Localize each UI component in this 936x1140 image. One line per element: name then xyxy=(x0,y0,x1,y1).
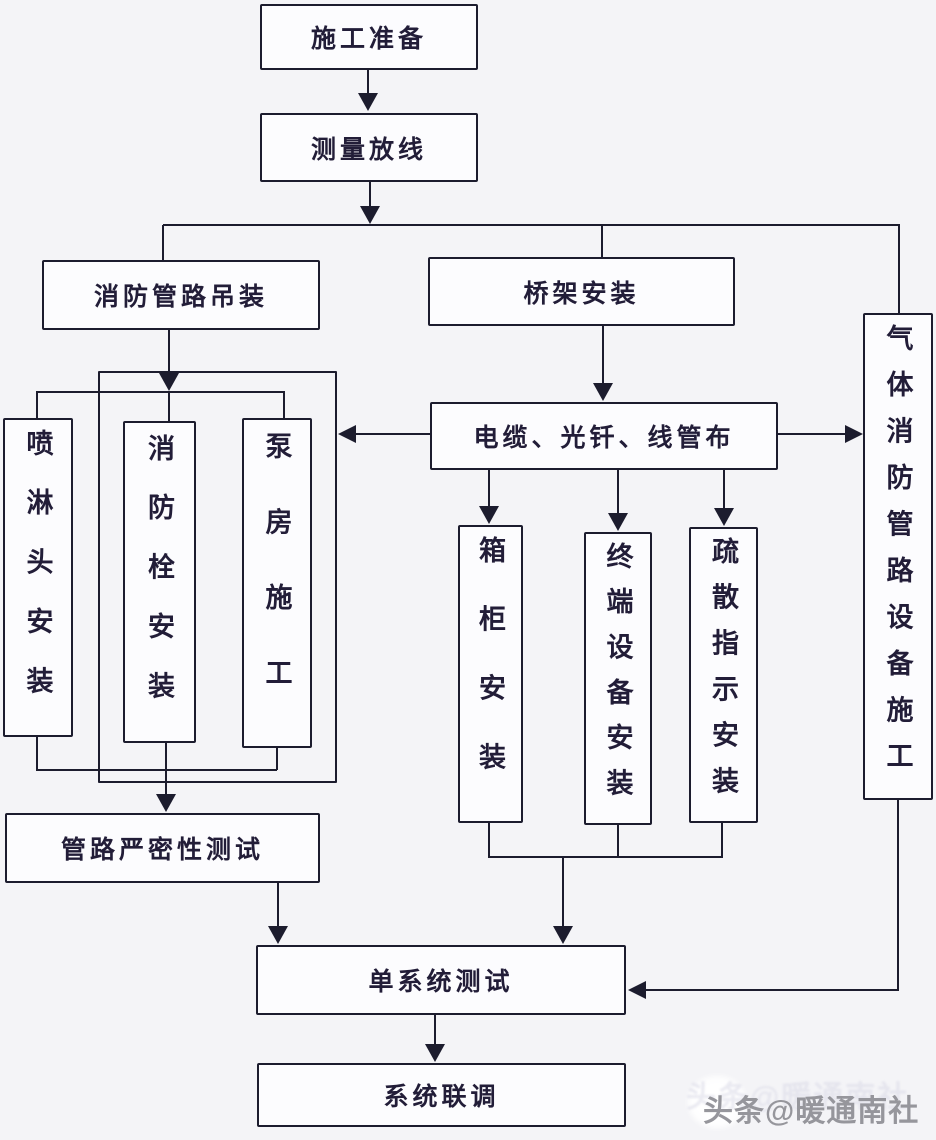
connector-branch-tray xyxy=(600,225,604,257)
node-pipe-tightness-test: 管路严密性测试 xyxy=(5,813,320,883)
connector-branch-pipehoist xyxy=(161,225,165,260)
connector-dist-hydrant xyxy=(167,392,171,421)
connector-cable-evac xyxy=(722,470,726,509)
node-survey-layout: 测量放线 xyxy=(260,113,478,182)
node-label: 疏散指示安装 xyxy=(708,537,738,813)
node-label: 终端设备安装 xyxy=(602,542,633,815)
arrowhead-down-icon xyxy=(425,1044,445,1062)
arrowhead-down-icon xyxy=(358,93,378,111)
collector-rail-left xyxy=(36,768,277,772)
connector-cable-terminal xyxy=(616,470,620,514)
node-gas-fire-pipe-equipment: 气体消防管路设备施工 xyxy=(863,313,933,800)
connector-pipehoist-dist xyxy=(167,330,171,374)
node-label: 电缆、光钎、线管布 xyxy=(473,424,735,452)
connector-cable-gas xyxy=(778,432,845,436)
node-construction-preparation: 施工准备 xyxy=(260,4,478,70)
collector-rail-middle xyxy=(489,855,722,859)
node-pump-room-construction: 泵房施工 xyxy=(242,418,312,748)
node-label: 消防管路吊装 xyxy=(93,283,268,311)
node-label: 箱柜安装 xyxy=(475,536,505,812)
node-terminal-equipment-install: 终端设备安装 xyxy=(584,532,652,825)
node-label: 单系统测试 xyxy=(368,968,514,996)
connector-collector-tightness xyxy=(164,769,168,795)
connector-hydrant-collector xyxy=(164,743,168,770)
node-fire-hydrant-install: 消防栓安装 xyxy=(123,421,196,743)
node-label: 系统联调 xyxy=(383,1083,500,1111)
node-cable-fiber-conduit: 电缆、光钎、线管布 xyxy=(430,402,778,470)
distribution-rail-left xyxy=(36,390,285,394)
connector-singletest-joint xyxy=(433,1015,437,1045)
node-cabinet-install: 箱柜安装 xyxy=(458,525,523,823)
node-label: 喷淋头安装 xyxy=(22,429,53,726)
connector-terminal-collector xyxy=(616,825,620,858)
node-cable-tray-install: 桥架安装 xyxy=(428,257,735,326)
arrowhead-down-icon xyxy=(156,794,176,812)
arrowhead-down-icon xyxy=(479,506,499,524)
group-water-system-outline xyxy=(98,371,337,783)
node-label: 泵房施工 xyxy=(261,431,292,735)
watermark-text: 头条@暖通南社 xyxy=(703,1095,920,1128)
arrowhead-down-icon xyxy=(593,383,613,401)
connector-cabinet-collector xyxy=(487,823,491,858)
connector-dist-pump xyxy=(282,392,286,418)
arrowhead-right-icon xyxy=(845,425,863,443)
connector-collector-singletest xyxy=(561,857,565,927)
node-label: 桥架安装 xyxy=(523,279,640,308)
branch-rail-top xyxy=(163,223,900,227)
connector-tray-cable xyxy=(601,326,605,384)
connector-gas-singletest xyxy=(646,988,898,992)
connector-sprinkler-collector xyxy=(35,737,39,770)
node-evacuation-sign-install: 疏散指示安装 xyxy=(689,527,758,823)
connector-prep-survey xyxy=(366,70,370,95)
node-fire-pipe-hoisting: 消防管路吊装 xyxy=(42,260,320,330)
watermark-ghost-text: 头条@暖通南社 xyxy=(686,1081,910,1114)
arrowhead-down-icon xyxy=(608,513,628,531)
watermark-blob xyxy=(688,1076,746,1128)
arrowhead-down-icon xyxy=(268,926,288,944)
node-label: 测量放线 xyxy=(310,135,427,164)
connector-branch-gas xyxy=(897,225,901,313)
connector-survey-branch xyxy=(368,182,372,208)
connector-cable-cabinet xyxy=(487,470,491,507)
arrowhead-left-icon xyxy=(338,425,356,443)
connector-tightness-singletest xyxy=(276,883,280,927)
connector-gas-down xyxy=(896,800,900,991)
node-sprinkler-head-install: 喷淋头安装 xyxy=(3,418,73,737)
node-system-joint-commissioning: 系统联调 xyxy=(257,1063,626,1127)
node-label: 施工准备 xyxy=(310,25,427,53)
node-label: 管路严密性测试 xyxy=(60,836,264,864)
arrowhead-down-icon xyxy=(714,508,734,526)
node-label: 气体消防管路设备施工 xyxy=(882,324,913,789)
node-label: 消防栓安装 xyxy=(144,433,174,731)
arrowhead-down-icon xyxy=(553,926,573,944)
connector-pump-collector xyxy=(275,748,279,770)
connector-cable-group xyxy=(356,432,430,436)
connector-evac-collector xyxy=(720,823,724,858)
node-single-system-test: 单系统测试 xyxy=(256,945,626,1015)
connector-dist-sprinkler xyxy=(35,392,39,418)
arrowhead-down-icon xyxy=(360,206,380,224)
arrowhead-left-icon xyxy=(628,981,646,999)
arrowhead-down-icon xyxy=(159,373,179,391)
